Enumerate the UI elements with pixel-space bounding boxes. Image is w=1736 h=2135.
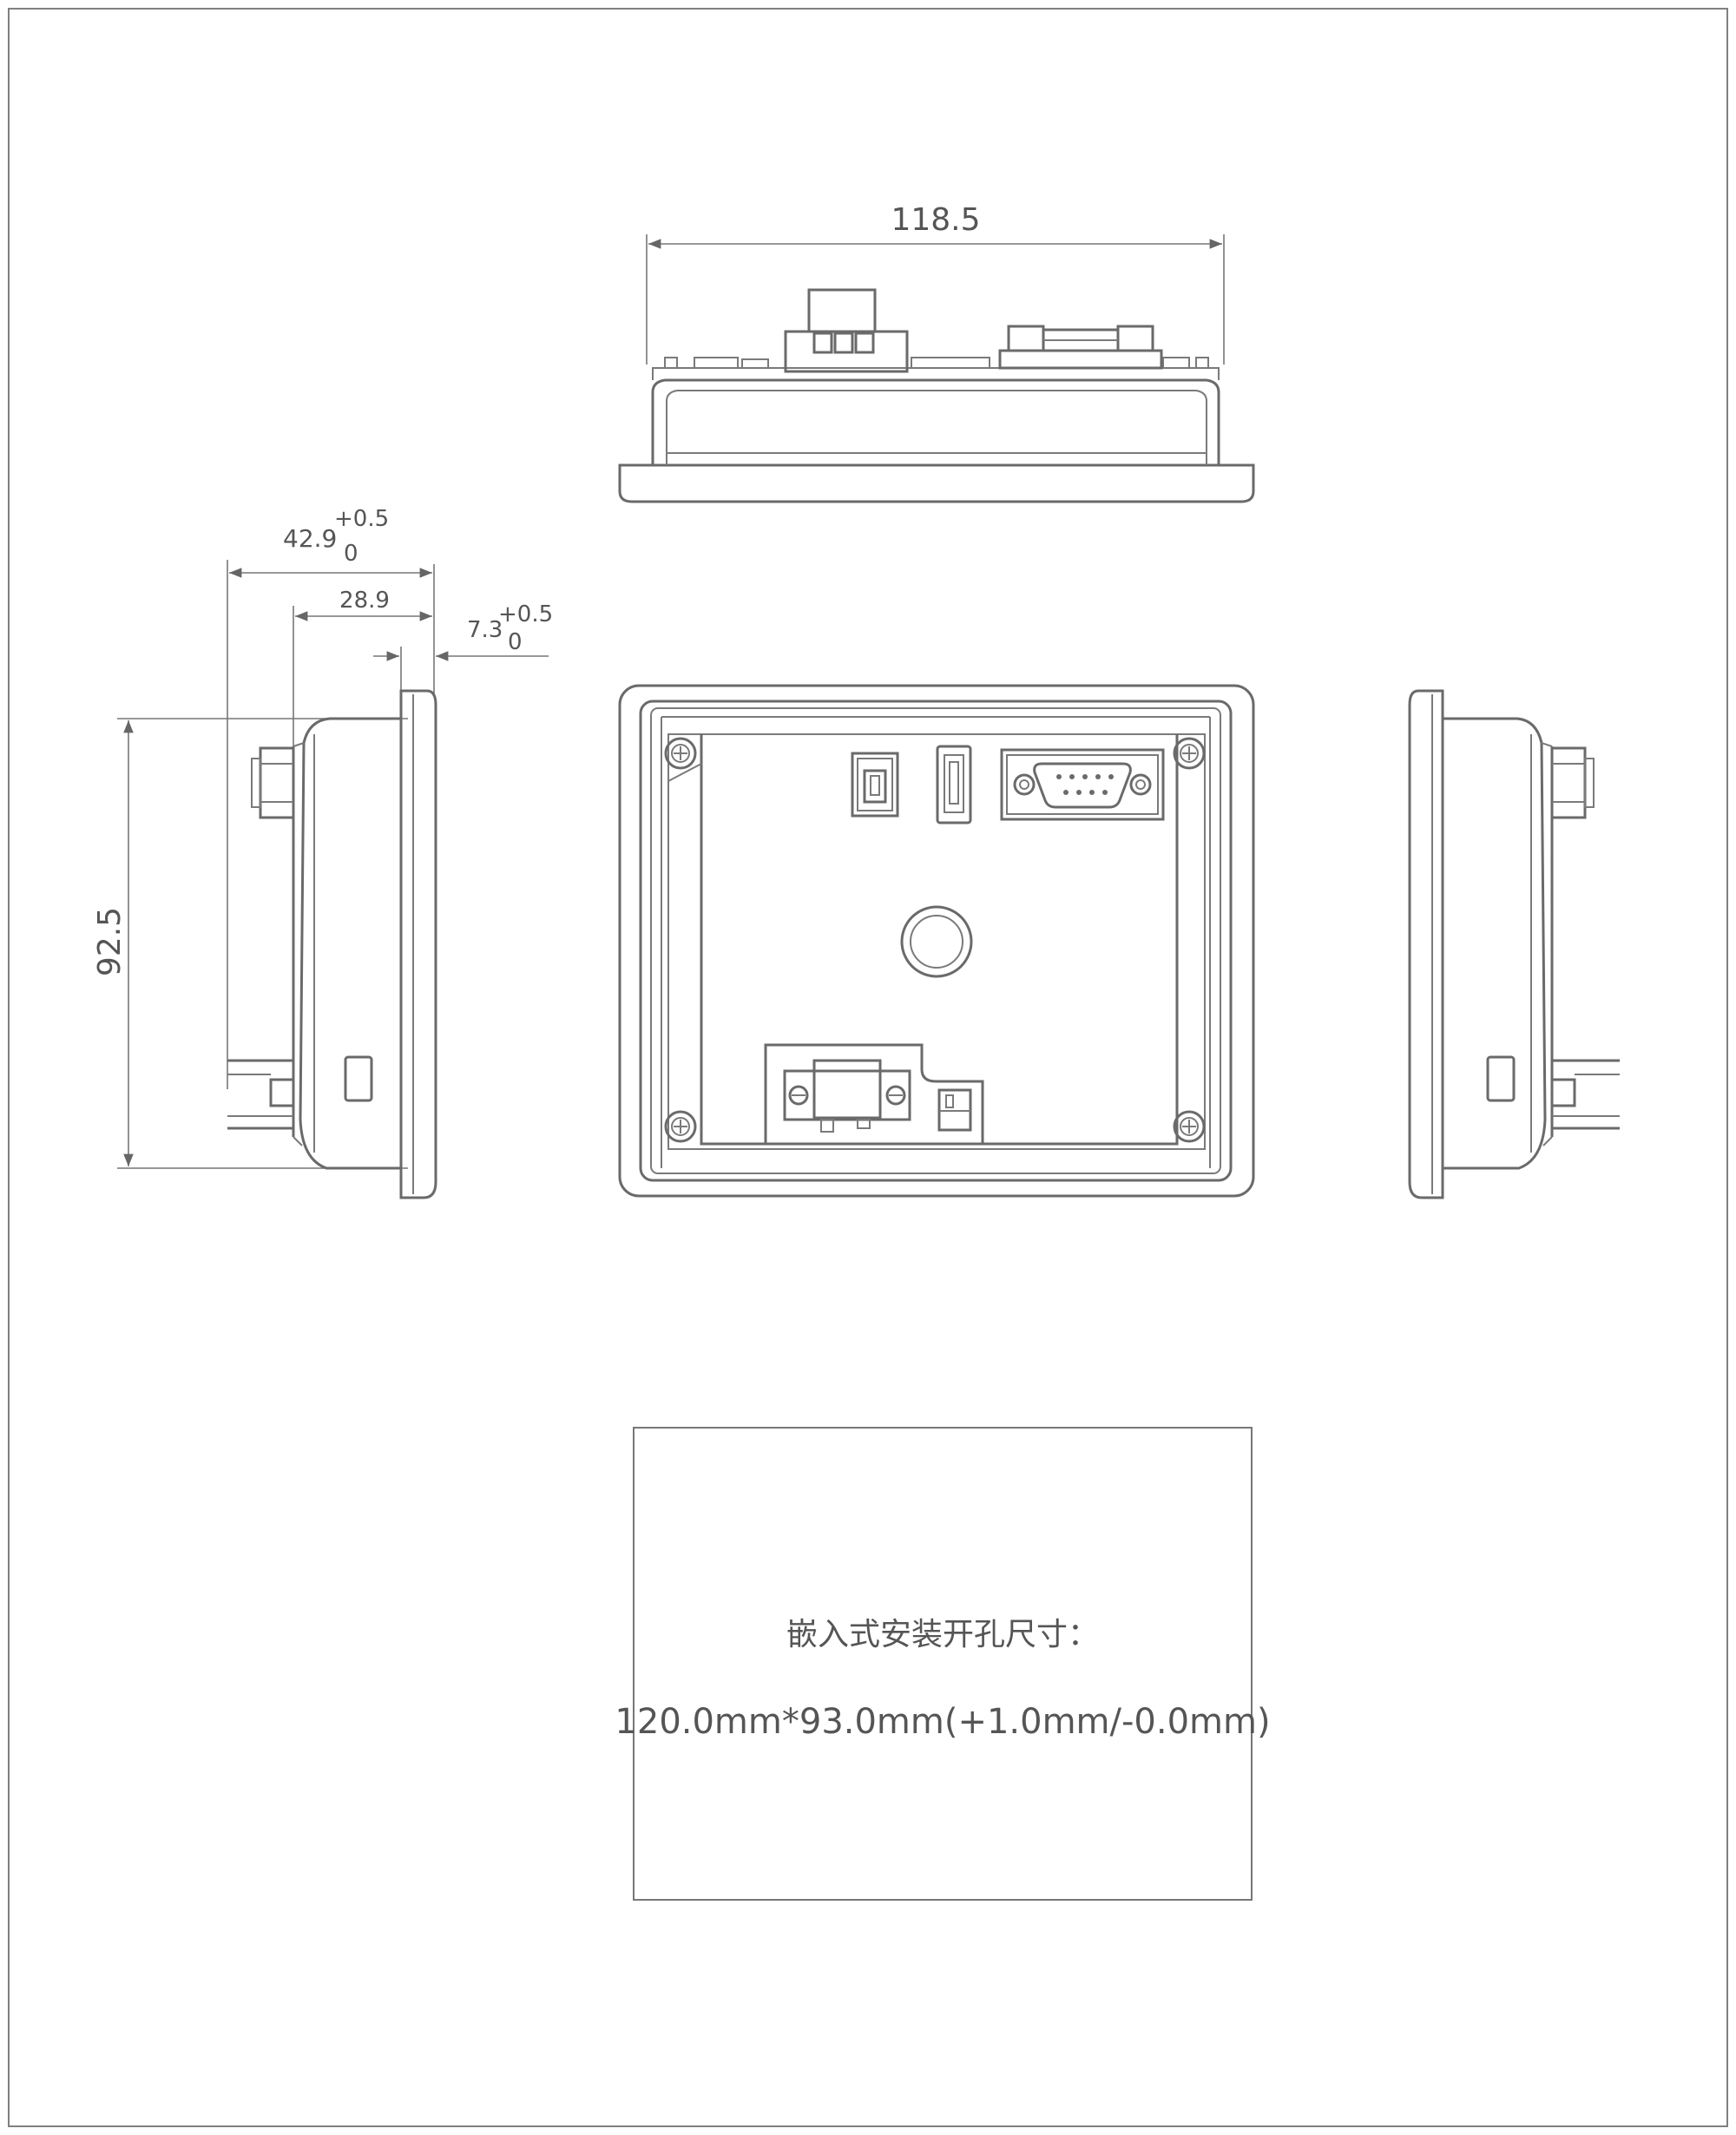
power-terminal [764, 1043, 984, 1144]
cutout-title: 嵌入式安装开孔尺寸： [786, 1617, 1099, 1652]
screw-top-left [664, 737, 697, 770]
left-side-view: 42.9 +0.5 0 28.9 7.3 +0.5 0 92.5 [92, 506, 553, 1199]
cutout-spec: 120.0mm*93.0mm(+1.0mm/-0.0mm) [615, 1702, 1270, 1742]
top-view: 118.5 [618, 202, 1255, 503]
screw-bottom-right [1173, 1110, 1206, 1143]
bezel-tol-lower: 0 [508, 629, 523, 655]
terminal-block-top [784, 288, 909, 373]
depth-total-label: 42.9 [283, 524, 337, 553]
depth-total-tol-lower: 0 [344, 541, 358, 567]
width-dimension-label: 118.5 [891, 202, 980, 238]
bezel-label: 7.3 [467, 617, 503, 643]
sheet-border [8, 8, 1728, 2127]
db9-connector-top [998, 325, 1163, 370]
rear-view [618, 684, 1255, 1198]
usb-b-port [851, 752, 899, 818]
height-dimension-label: 92.5 [92, 907, 128, 976]
right-side-view [1408, 689, 1620, 1199]
cutout-info-box: 嵌入式安装开孔尺寸： 120.0mm*93.0mm(+1.0mm/-0.0mm) [615, 1427, 1271, 1901]
depth-body-label: 28.9 [339, 588, 390, 614]
reset-button [900, 905, 973, 978]
depth-total-tol-upper: +0.5 [334, 506, 389, 532]
usb-a-port [936, 745, 972, 824]
screw-bottom-left [664, 1110, 697, 1143]
bezel-tol-upper: +0.5 [498, 601, 553, 627]
screw-top-right [1173, 737, 1206, 770]
dip-switch [937, 1088, 972, 1132]
db9-port [1000, 748, 1165, 821]
